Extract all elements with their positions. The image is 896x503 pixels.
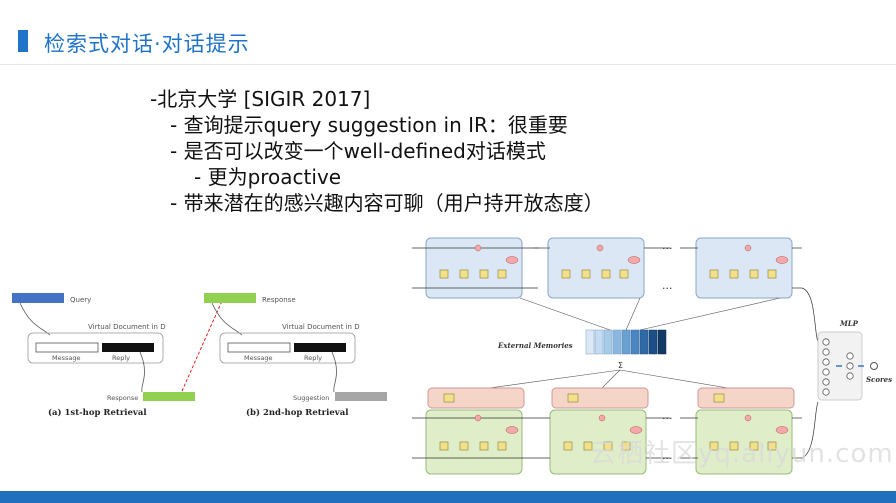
query-arrow [19,302,51,336]
query-bar [12,293,64,303]
external-memories-label: External Memories [497,341,573,350]
top-ellipsis-2: ··· [662,282,673,295]
bottom-lstm-block-2 [549,409,647,475]
response-arrow-b [211,302,243,336]
response-label-a: Response [107,394,138,402]
bullet-interesting-content: - 带来潜在的感兴趣内容可聊（用户持开放态度） [170,191,604,215]
bottom-to-mlp-line [801,401,819,459]
reply-arrow-b [331,351,337,393]
bullet-source: -北京大学 [SIGIR 2017] [150,87,371,111]
top-lstm-block-1 [425,237,523,299]
bullet-query-suggestion: - 查询提示query suggestion in IR：很重要 [170,113,568,137]
title-divider [0,64,896,65]
slide-title: 检索式对话·对话提示 [44,32,250,56]
reply-box [102,343,154,352]
top-to-mlp-line [801,287,819,343]
caption-a: (a) 1st-hop Retrieval [48,407,147,418]
score-node [870,362,878,370]
message-box [35,342,99,353]
footer-bar [0,491,896,503]
top-lstm-row [412,237,802,299]
bottom-attn-3 [697,387,795,409]
suggestion-label: Suggestion [293,394,329,402]
virtual-doc-box [27,332,164,364]
virtual-doc-box-b [219,332,356,364]
reply-label: Reply [112,354,130,362]
query-label: Query [70,296,91,304]
bottom-lstm-row [412,387,802,475]
top-lstm-block-2 [547,237,645,299]
title-accent-bar [18,30,28,52]
virtual-doc-label-b: Virtual Document in D [282,323,360,331]
bullet-change-pattern: - 是否可以改变一个well-defined对话模式 [170,139,546,163]
bottom-ellipsis-2: ··· [662,452,673,465]
reply-label-b: Reply [304,354,322,362]
memory-cells [585,329,667,355]
bottom-lstm-block-3 [695,409,793,475]
virtual-doc-label: Virtual Document in D [88,323,166,331]
bullet-proactive: - 更为proactive [194,165,342,189]
bottom-attn-1 [427,387,525,409]
response-label-b: Response [262,296,296,304]
reply-box-b [294,343,346,352]
message-box-b [227,342,291,353]
bottom-ellipsis-1: ··· [662,412,673,425]
message-label: Message [52,354,81,362]
bullet-list: -北京大学 [SIGIR 2017] - 查询提示query suggestio… [150,86,604,216]
reply-arrow [139,351,145,393]
response-bar-b [204,293,256,303]
scores-label: Scores [866,375,892,384]
message-label-b: Message [244,354,273,362]
mlp-label: MLP [839,319,859,328]
model-diagram: ··· ··· External Memories Σ [412,237,892,475]
suggestion-bar [335,392,387,401]
bottom-attn-2 [551,387,649,409]
top-lstm-block-3 [695,237,793,299]
response-bar-a [143,392,195,401]
sigma-symbol: Σ [618,361,623,370]
watermark: 云栖社区yq.aliyun.com [590,439,894,469]
mlp-neurons [822,338,854,396]
retrieval-diagram: Query Virtual Document in D Message Repl… [12,293,387,418]
top-ellipsis-1: ··· [662,242,673,255]
hop-link-arrow [181,300,223,392]
caption-b: (b) 2nd-hop Retrieval [246,407,349,418]
